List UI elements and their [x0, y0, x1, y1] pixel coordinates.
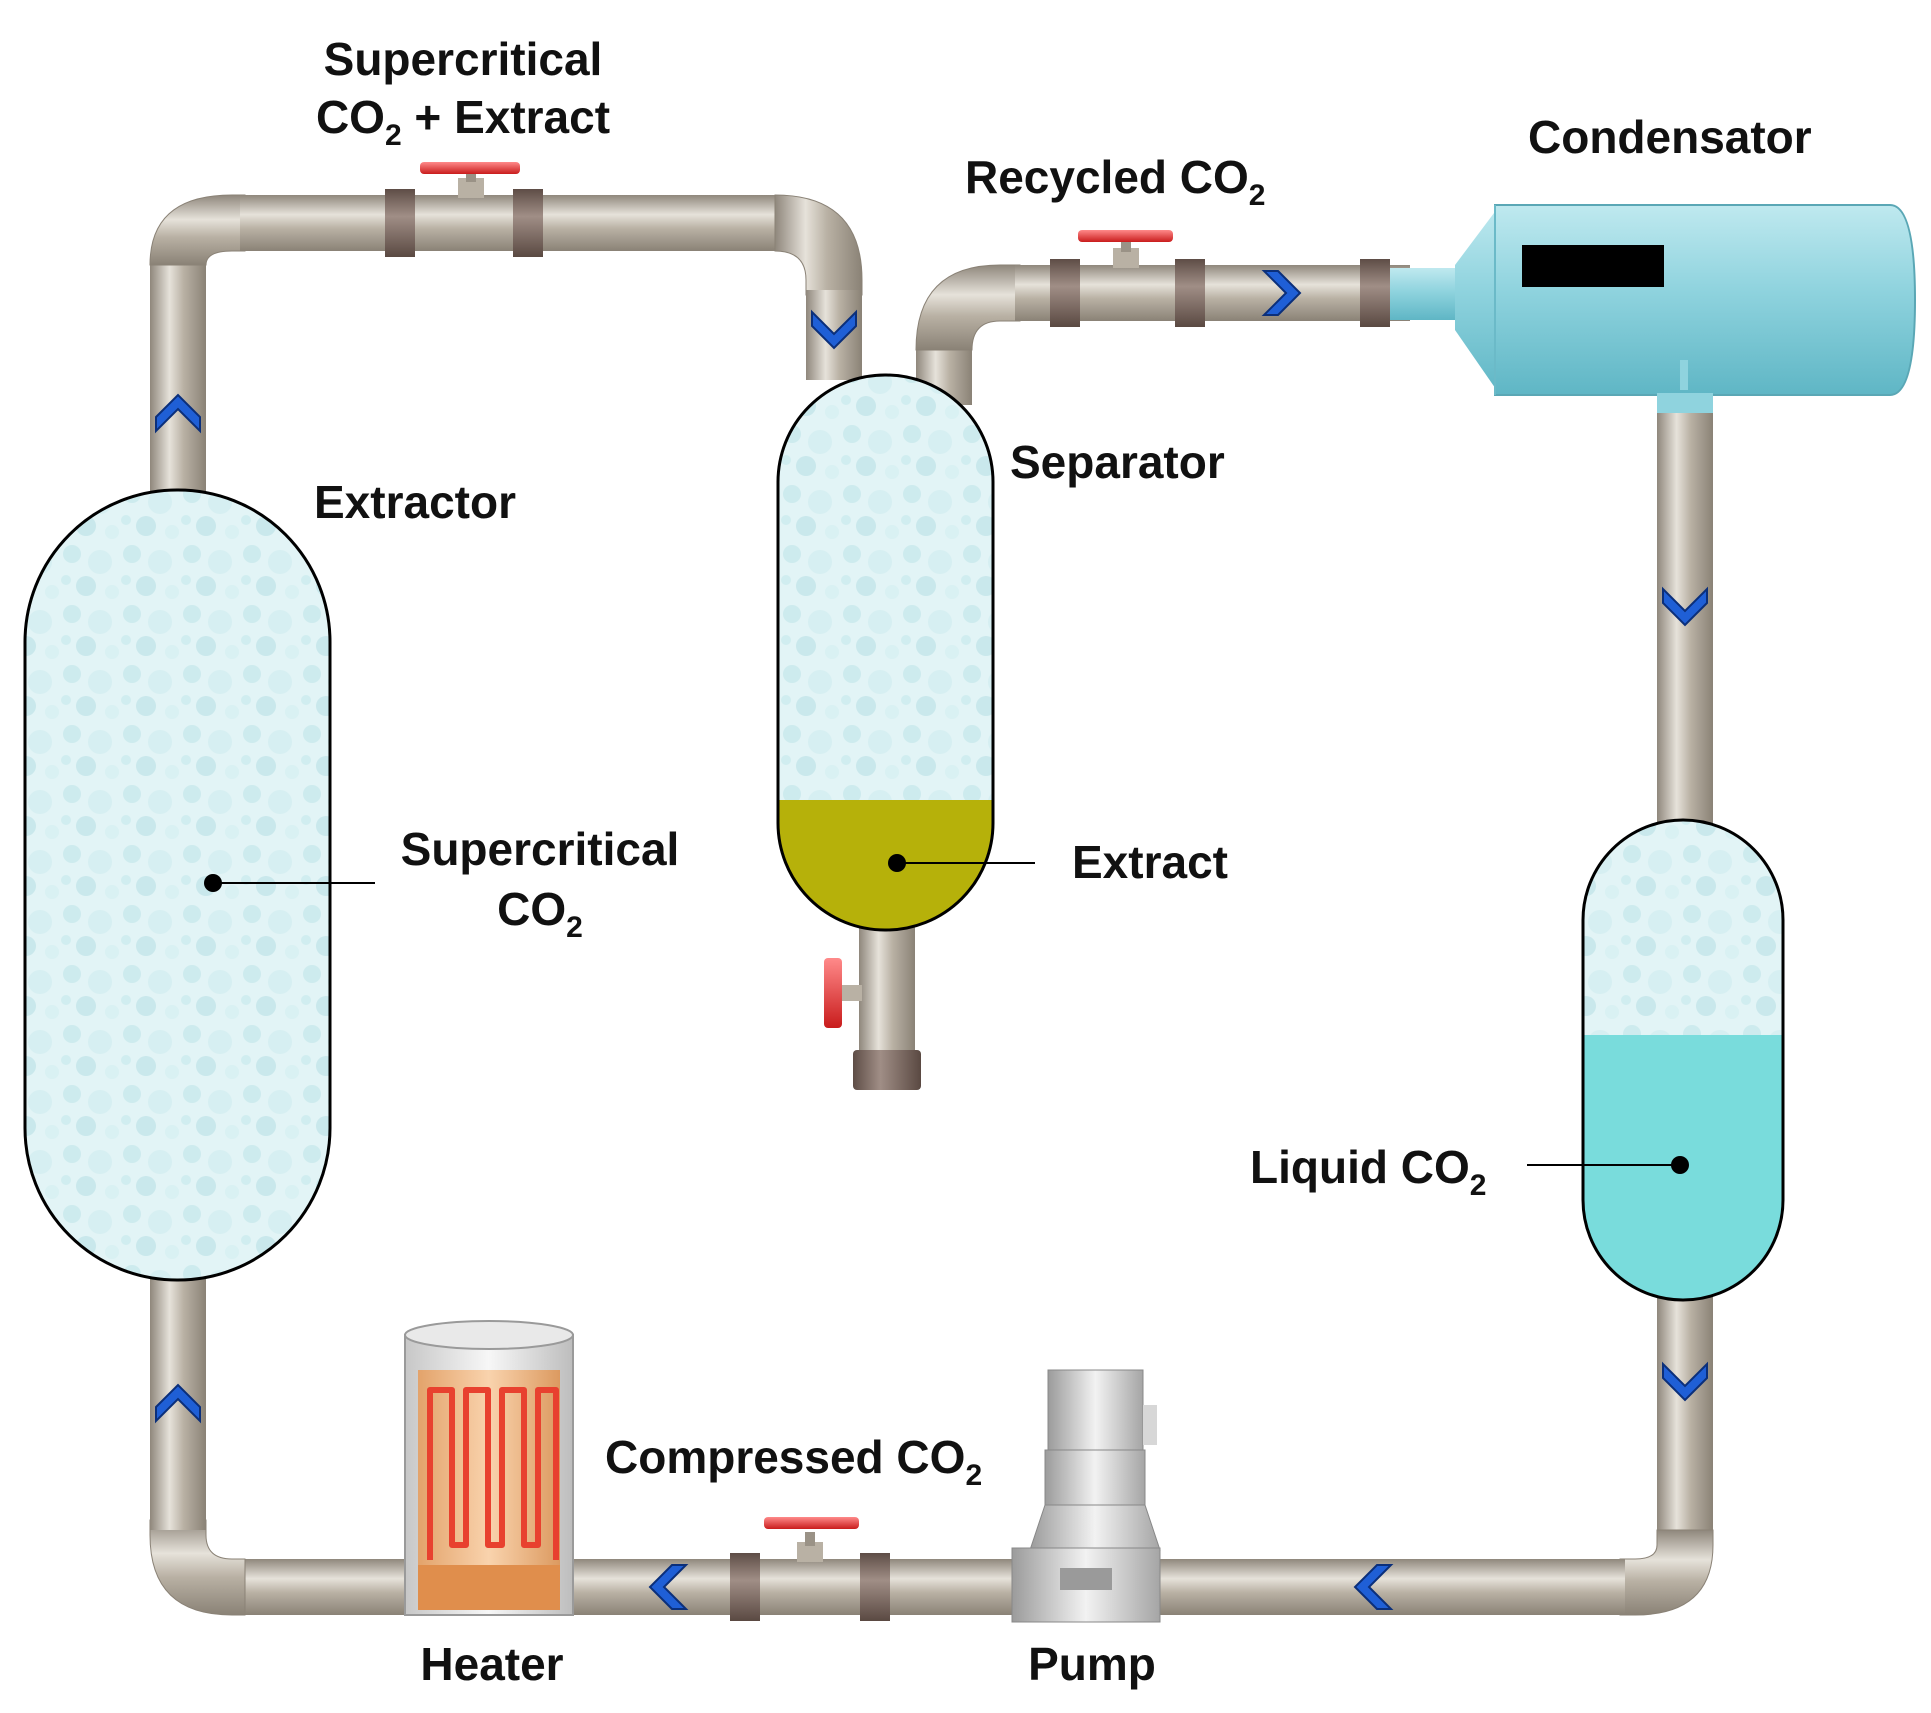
label-top-pipe-line2: CO2 + Extract [316, 91, 610, 152]
label-compressed-co2: Compressed CO2 [605, 1431, 982, 1492]
valve-compressed-icon[interactable] [764, 1517, 859, 1562]
labels: Supercritical CO2 + Extract Recycled CO2… [314, 33, 1812, 1690]
heater-icon [404, 1320, 574, 1616]
separator-vessel [776, 373, 995, 932]
valve-top-icon[interactable] [420, 162, 520, 198]
leader-lines [204, 854, 1689, 1174]
label-pump: Pump [1028, 1638, 1156, 1690]
label-heater: Heater [420, 1638, 563, 1690]
label-extractor: Extractor [314, 476, 516, 528]
label-top-pipe-line1: Supercritical [324, 33, 603, 85]
valve-recycled-icon[interactable] [1078, 230, 1173, 268]
drain-valve-icon[interactable] [824, 958, 862, 1028]
label-supercritical-line2: CO2 [497, 883, 583, 944]
extractor-vessel [23, 488, 332, 1282]
condensator-unit [1390, 204, 1917, 413]
label-extract: Extract [1072, 836, 1228, 888]
label-separator: Separator [1010, 436, 1225, 488]
liquid-co2-tank [1581, 818, 1785, 1302]
label-liquid-co2: Liquid CO2 [1250, 1141, 1486, 1202]
pump-icon [1011, 1369, 1161, 1623]
label-recycled-co2: Recycled CO2 [965, 151, 1265, 212]
label-condensator: Condensator [1528, 111, 1812, 163]
label-supercritical-line1: Supercritical [401, 823, 680, 875]
